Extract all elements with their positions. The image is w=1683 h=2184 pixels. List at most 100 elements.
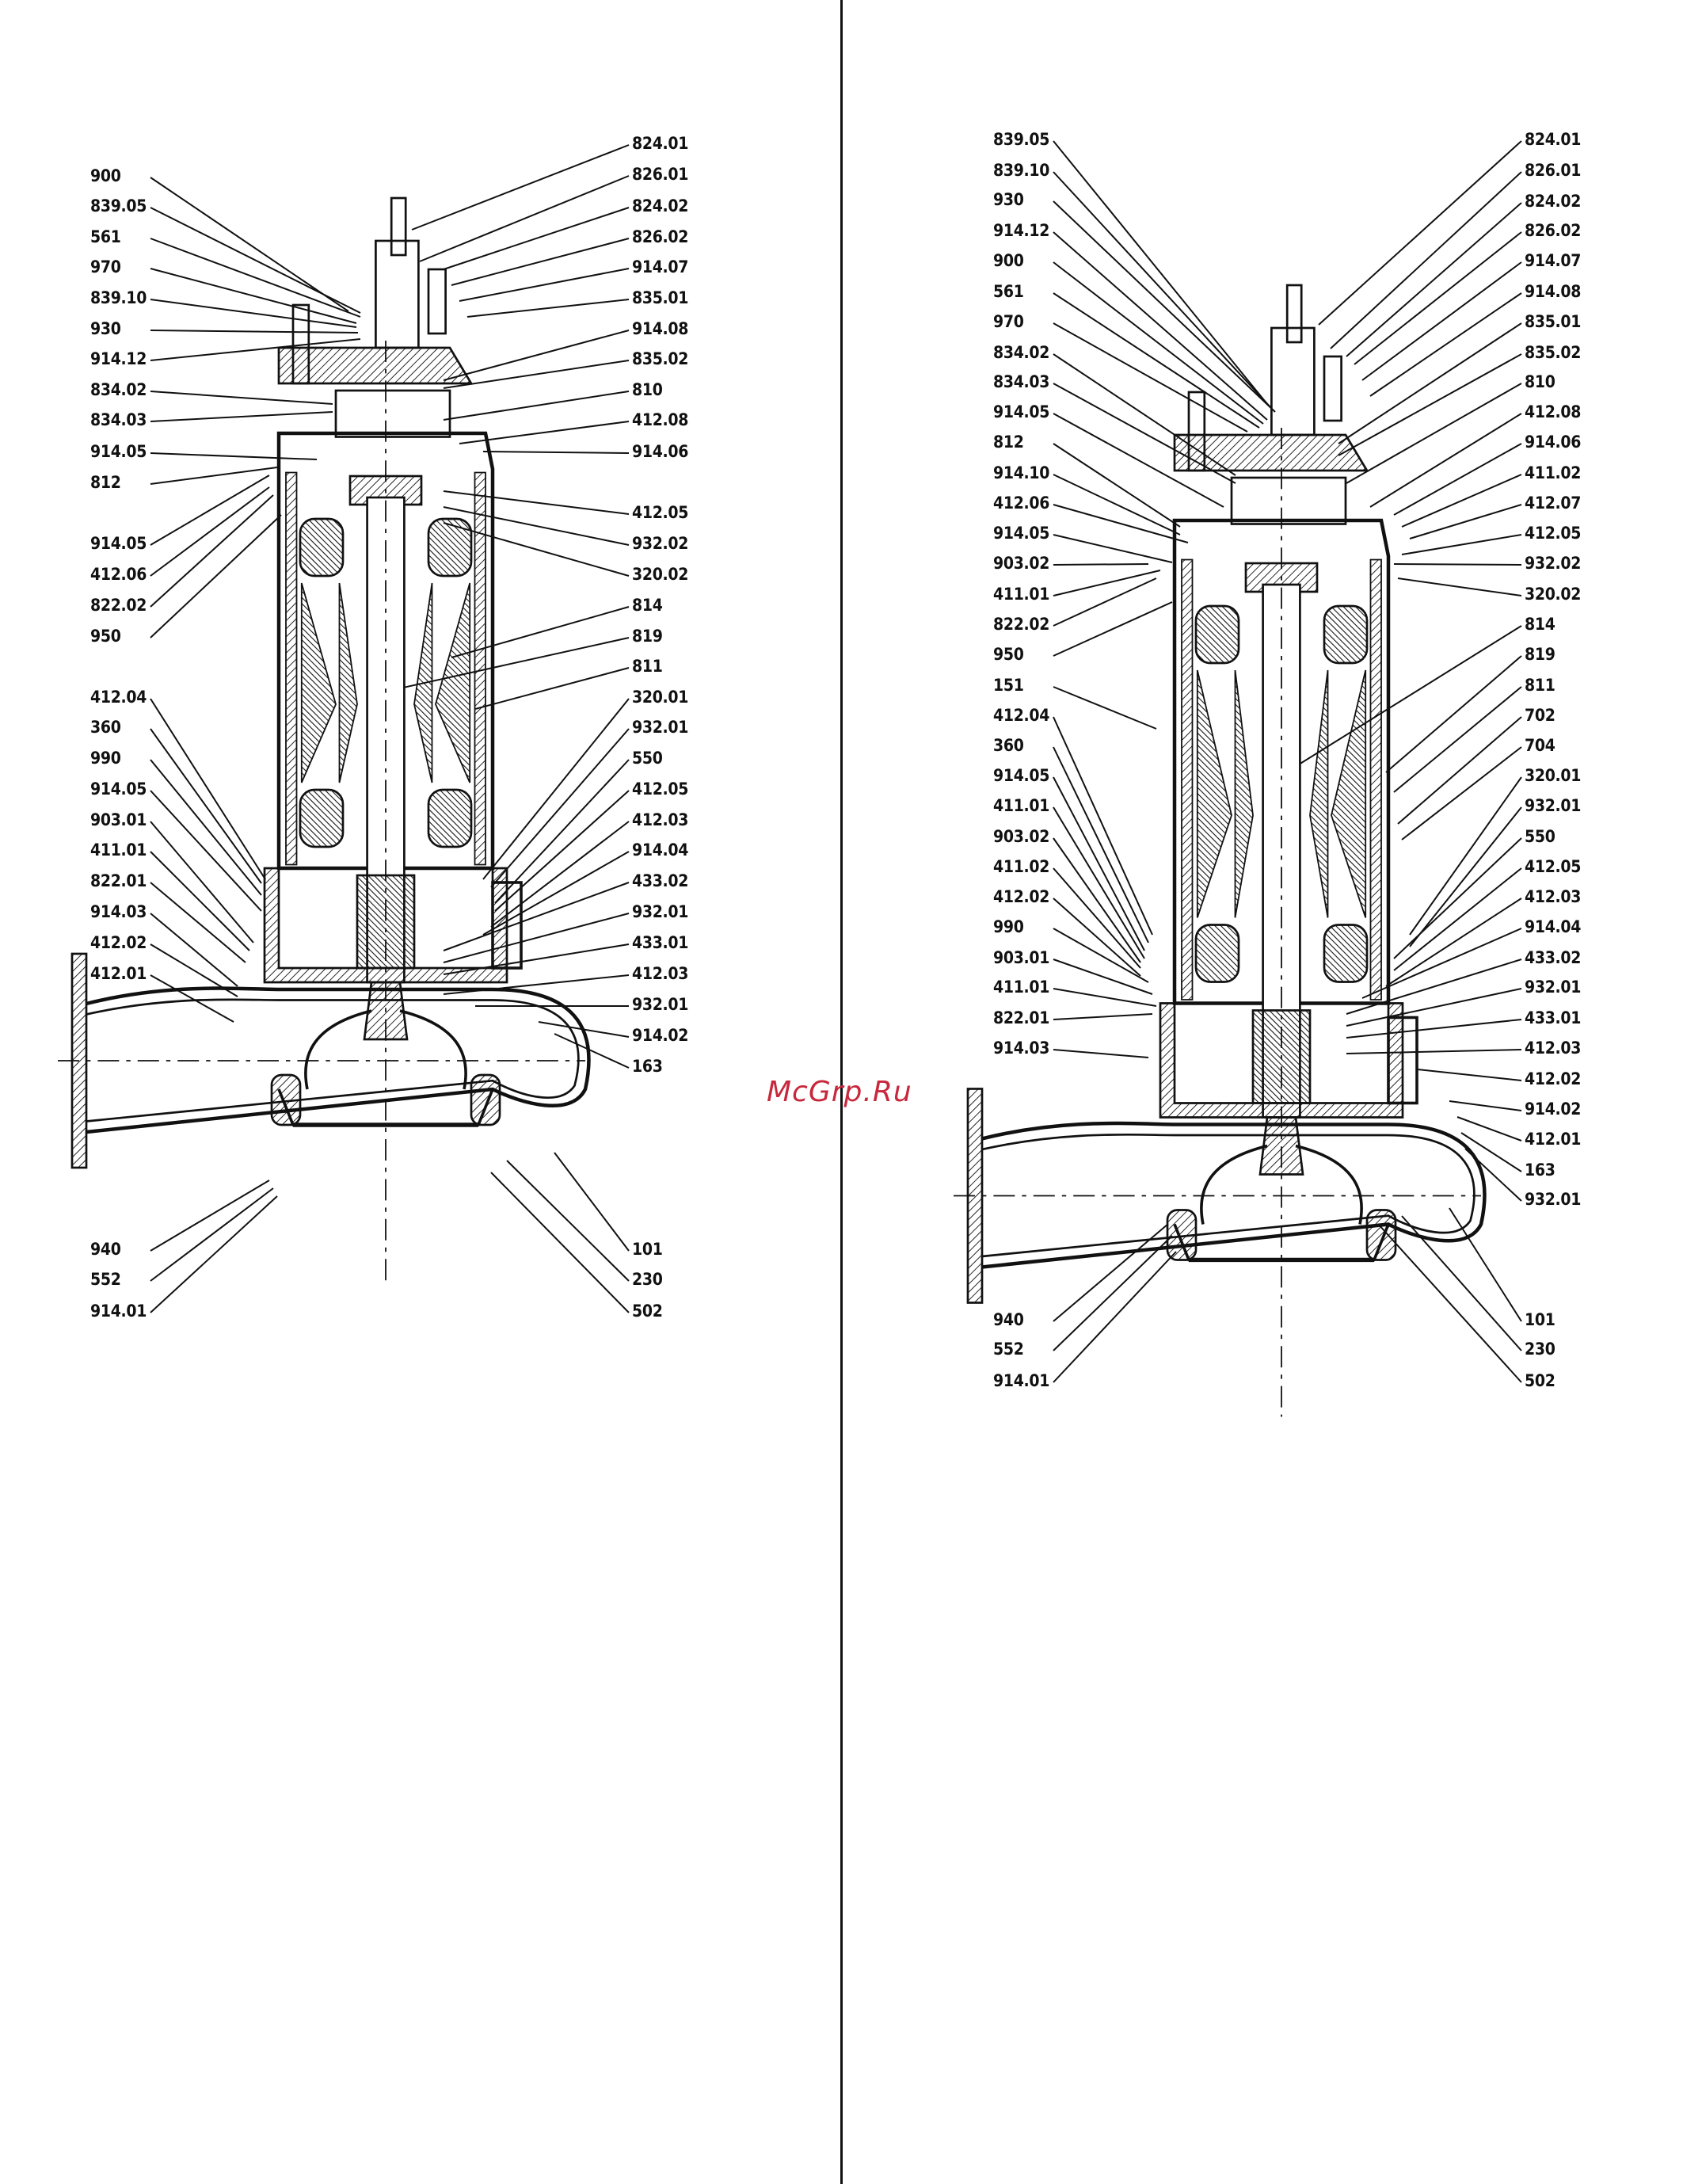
left-drawing-left-label: 970: [90, 257, 121, 276]
right-drawing-right-label: 163: [1525, 1161, 1555, 1180]
leader-line: [150, 391, 333, 405]
right-drawing-right-label: 412.08: [1525, 402, 1582, 421]
leader-line: [1053, 867, 1141, 969]
leader-line: [1393, 867, 1522, 971]
leader-line: [1449, 1100, 1522, 1111]
winding-head-br: [427, 788, 473, 848]
leader-line: [459, 268, 630, 302]
leader-line: [494, 790, 630, 912]
impeller-hub: [363, 981, 409, 1041]
leader-line: [150, 1195, 278, 1313]
right-drawing-right-label: 412.02: [1525, 1069, 1582, 1088]
leader-line: [150, 330, 359, 334]
stator-lam-left: [1196, 669, 1232, 918]
volute-casing: [981, 1121, 1487, 1269]
right-drawing-right-label: 826.01: [1525, 161, 1582, 180]
left-drawing-right-label: 810: [632, 380, 663, 399]
right-drawing-right-label: 932.01: [1525, 978, 1582, 997]
stator-lam-left: [300, 582, 337, 783]
winding-head-tl: [299, 517, 345, 577]
mechanical-seal: [356, 874, 416, 970]
right-drawing-right-label: 811: [1525, 676, 1555, 695]
leader-line: [1369, 292, 1522, 397]
right-drawing-right-label: 814: [1525, 615, 1555, 634]
right-drawing-right-label: 826.02: [1525, 221, 1582, 240]
left-drawing-right-label: 320.02: [632, 565, 689, 584]
left-drawing-left-label: 412.04: [90, 688, 147, 707]
leader-line: [1397, 716, 1522, 825]
left-drawing-left-label: 914.01: [90, 1302, 147, 1321]
cable-gland: [375, 239, 420, 349]
right-pump-drawing: [953, 284, 1487, 1417]
volute-inner: [86, 998, 580, 1122]
watermark: McGrp.Ru: [767, 1076, 912, 1108]
left-drawing-right-label: 433.02: [632, 871, 689, 890]
housing-wall-left: [285, 471, 298, 866]
left-drawing-right-label: 412.08: [632, 410, 689, 429]
leader-line: [443, 360, 630, 389]
leader-line: [150, 759, 262, 896]
leader-line: [150, 299, 357, 328]
oil-chamber: [491, 881, 523, 970]
right-drawing-right-label: 411.02: [1525, 463, 1582, 482]
leader-line: [1338, 353, 1522, 456]
impeller-vanes: [1200, 1144, 1363, 1225]
leader-line: [1397, 577, 1522, 597]
leader-line: [1053, 231, 1268, 421]
mechanical-seal: [1251, 1009, 1312, 1104]
right-drawing-left-label: 552: [993, 1340, 1024, 1359]
leader-line: [1449, 1207, 1522, 1322]
left-drawing-left-label: 914.05: [90, 534, 147, 553]
left-drawing-right-label: 932.01: [632, 718, 689, 737]
right-drawing-right-label: 810: [1525, 372, 1555, 391]
left-drawing-right-label: 932.01: [632, 995, 689, 1014]
right-drawing-left-label: 900: [993, 251, 1024, 270]
leader-line: [494, 759, 630, 904]
leader-line: [150, 913, 238, 987]
leader-line: [150, 1180, 270, 1252]
leader-line: [1346, 1019, 1522, 1039]
right-drawing-right-label: 835.02: [1525, 343, 1582, 362]
left-drawing-right-label: 811: [632, 657, 663, 676]
oil-chamber: [1387, 1016, 1418, 1105]
leader-line: [150, 821, 254, 943]
right-drawing-left-label: 411.02: [993, 857, 1050, 876]
left-drawing-right-label: 412.03: [632, 810, 689, 829]
rotor-lam-right: [1309, 669, 1329, 918]
leader-line: [150, 338, 361, 361]
leader-line: [150, 790, 262, 912]
winding-head-tr: [1323, 604, 1369, 665]
right-drawing-left-label: 914.10: [993, 463, 1050, 482]
leader-line: [1409, 806, 1522, 947]
left-drawing-right-label: 824.02: [632, 196, 689, 215]
right-drawing-right-label: 502: [1525, 1371, 1555, 1390]
right-drawing-right-label: 412.05: [1525, 857, 1582, 876]
leader-line: [1053, 898, 1141, 977]
leader-line: [1053, 322, 1248, 433]
right-drawing-right-label: 914.02: [1525, 1100, 1582, 1119]
leader-line: [490, 1172, 630, 1313]
left-drawing-left-label: 950: [90, 627, 121, 646]
right-drawing-left-label: 839.10: [993, 161, 1050, 180]
stator-lam-right: [435, 582, 471, 783]
winding-head-tr: [427, 517, 473, 577]
leader-line: [1346, 383, 1522, 484]
left-drawing-left-label: 834.03: [90, 410, 147, 429]
right-drawing-right-label: 101: [1525, 1310, 1555, 1329]
leader-line: [474, 667, 630, 710]
right-drawing-right-label: 914.07: [1525, 251, 1582, 270]
impeller-hub: [1258, 1116, 1304, 1176]
leader-line: [1401, 474, 1522, 528]
leader-line: [1393, 443, 1522, 516]
right-drawing-left-label: 914.01: [993, 1371, 1050, 1390]
leader-line: [1393, 837, 1522, 959]
leader-line: [1053, 959, 1153, 995]
right-drawing-left-label: 360: [993, 736, 1024, 755]
leader-line: [490, 821, 630, 928]
leader-line: [150, 268, 357, 324]
right-drawing-left-label: 412.02: [993, 887, 1050, 906]
leader-line: [482, 451, 630, 454]
right-drawing-right-label: 320.02: [1525, 585, 1582, 604]
left-drawing-left-label: 412.01: [90, 964, 147, 983]
leader-line: [150, 728, 262, 884]
